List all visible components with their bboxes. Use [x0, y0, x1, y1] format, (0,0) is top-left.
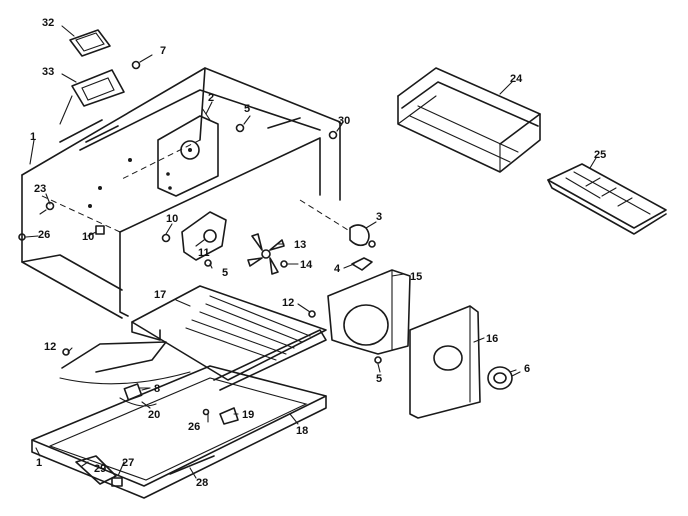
callout-13: 13 [294, 239, 306, 251]
part-17-evaporator [131, 285, 327, 391]
housing-box [21, 67, 341, 319]
callout-8-switch: 8 [154, 383, 160, 395]
callout-25: 25 [594, 149, 606, 161]
part-18-base-tray [31, 341, 327, 499]
part-5-screw-a [235, 115, 251, 133]
callout-15: 15 [410, 271, 422, 283]
callout-labels: 32 7 33 1 2 5 30 24 25 23 26 10 10 11 3 … [30, 17, 606, 489]
leader-lines [25, 25, 597, 479]
callout-1-upper: 1 [30, 131, 36, 143]
part-28-drain [169, 455, 215, 475]
part-10-clip-a [95, 225, 105, 235]
callout-12-right: 12 [282, 297, 294, 309]
callout-19: 19 [242, 409, 254, 421]
part-12-screw-a [308, 310, 316, 318]
callout-30: 30 [338, 115, 350, 127]
callout-5-lower: 5 [376, 373, 382, 385]
callout-11: 11 [198, 247, 210, 259]
leader-dash-3 [299, 199, 349, 231]
part-16-bracket [409, 305, 481, 419]
part-26-screw-b [202, 408, 210, 416]
callout-23: 23 [34, 183, 46, 195]
part-19-clip [219, 407, 239, 425]
callout-14: 14 [300, 259, 313, 271]
part-32-plate [69, 29, 111, 57]
callout-24: 24 [510, 73, 523, 85]
callout-32: 32 [42, 17, 54, 29]
housing-slots [85, 117, 301, 208]
part-27-terminal [111, 477, 123, 487]
callout-4: 4 [334, 263, 341, 275]
callout-18: 18 [296, 425, 308, 437]
part-4-clip [351, 257, 373, 271]
callout-10-right: 10 [166, 213, 178, 225]
callout-12-left: 12 [44, 341, 56, 353]
part-24-wire-shelf [397, 67, 541, 173]
part-7-screw [131, 54, 153, 70]
callout-26-upper: 26 [38, 229, 50, 241]
callout-10-left: 10 [82, 231, 94, 243]
callout-29: 29 [94, 463, 106, 475]
part-29-heater [75, 455, 117, 485]
callout-26-lower: 26 [188, 421, 200, 433]
part-5-screw-b [204, 259, 212, 267]
callout-6: 6 [524, 363, 530, 375]
part-26-screw-a [18, 233, 26, 241]
callout-5-upper: 5 [244, 103, 250, 115]
part-30-screw [328, 123, 343, 140]
part-23-screw [39, 201, 55, 215]
callout-16: 16 [486, 333, 498, 345]
part-5-screw-c [374, 356, 382, 364]
callout-7: 7 [160, 45, 166, 57]
part-15-shroud [327, 269, 411, 355]
callout-28: 28 [196, 477, 208, 489]
callout-20: 20 [148, 409, 160, 421]
part-3-clip [349, 221, 377, 248]
callout-17: 17 [154, 289, 166, 301]
callout-5-middle: 5 [222, 267, 228, 279]
part-12-screw-b [62, 348, 70, 356]
part-6-knob [487, 366, 521, 390]
callout-33: 33 [42, 66, 54, 78]
callout-1-lower: 1 [36, 457, 42, 469]
callout-3: 3 [376, 211, 382, 223]
part-25-ice-tray [547, 163, 667, 235]
part-33-bracket [59, 69, 125, 125]
part-20-wire [119, 397, 157, 407]
callout-2: 2 [208, 92, 214, 104]
part-2-motor-mount [157, 107, 219, 197]
part-13-fan [247, 233, 285, 275]
callout-27: 27 [122, 457, 134, 469]
